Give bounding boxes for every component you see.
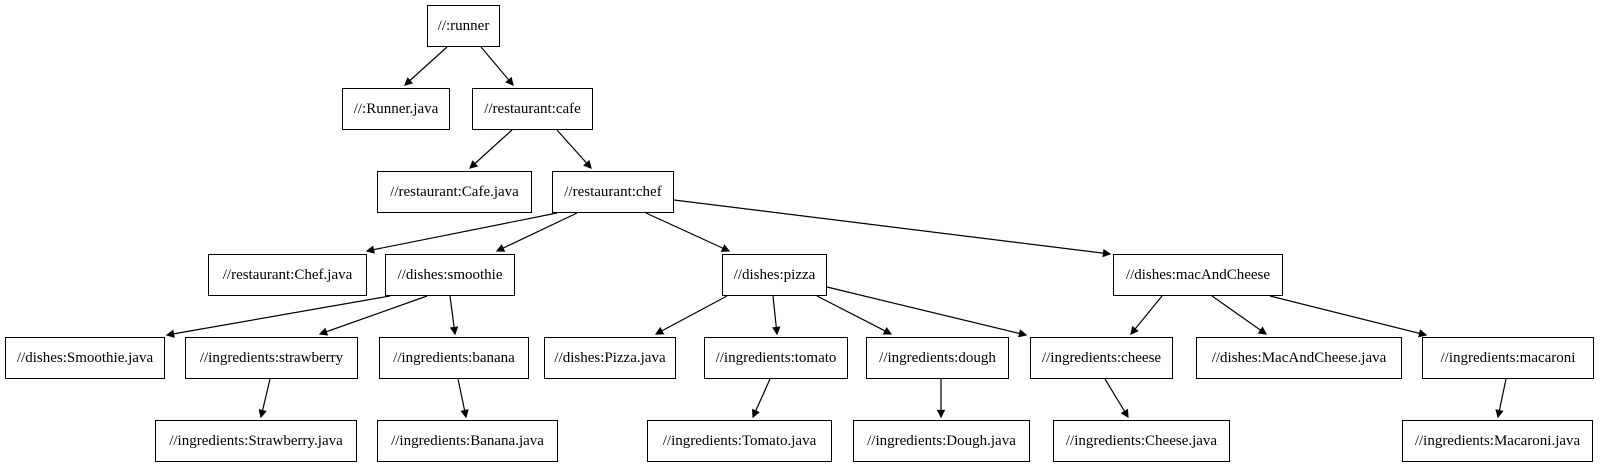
graph-node-macandcheese-java: //dishes:MacAndCheese.java — [1196, 337, 1402, 379]
graph-node-strawberry-java: //ingredients:Strawberry.java — [155, 420, 357, 462]
node-label: //ingredients:Macaroni.java — [1414, 432, 1581, 449]
graph-node-tomato-java: //ingredients:Tomato.java — [647, 420, 832, 462]
edge-macaroni-to-macaroni-java — [1495, 378, 1507, 419]
node-label: //:Runner.java — [353, 100, 439, 117]
graph-node-macaroni: //ingredients:macaroni — [1422, 337, 1594, 379]
node-label: //ingredients:macaroni — [1440, 349, 1576, 366]
graph-node-macandcheese: //dishes:macAndCheese — [1113, 254, 1283, 296]
graph-node-tomato: //ingredients:tomato — [704, 337, 848, 379]
node-label: //ingredients:banana — [393, 349, 515, 366]
graph-node-banana-java: //ingredients:Banana.java — [377, 420, 558, 462]
node-label: //restaurant:Cafe.java — [390, 183, 519, 200]
graph-node-cafe-java: //restaurant:Cafe.java — [377, 171, 532, 213]
graph-node-macaroni-java: //ingredients:Macaroni.java — [1402, 420, 1593, 462]
edge-macandcheese-to-macaroni — [1269, 295, 1428, 338]
edge-tomato-to-tomato-java — [752, 378, 771, 419]
edge-cafe-to-chef — [556, 129, 592, 169]
graph-node-chef-java: //restaurant:Chef.java — [208, 254, 367, 296]
graph-node-cheese-java: //ingredients:Cheese.java — [1053, 420, 1230, 462]
graph-node-cheese: //ingredients:cheese — [1030, 337, 1173, 379]
graph-node-runner-java: //:Runner.java — [342, 88, 450, 130]
node-label: //dishes:smoothie — [397, 266, 503, 283]
node-label: //ingredients:Cheese.java — [1065, 432, 1218, 449]
graph-node-dough: //ingredients:dough — [866, 337, 1009, 379]
node-label: //dishes:Pizza.java — [554, 349, 666, 366]
graph-node-cafe: //restaurant:cafe — [472, 88, 593, 130]
edge-chef-to-chef-java — [365, 212, 558, 254]
edge-macandcheese-to-cheese — [1130, 295, 1163, 335]
node-label: //dishes:macAndCheese — [1125, 266, 1271, 283]
edge-chef-to-macandcheese — [673, 199, 1112, 258]
graph-node-pizza: //dishes:pizza — [722, 254, 827, 296]
node-label: //dishes:Smoothie.java — [16, 349, 154, 366]
edge-banana-to-banana-java — [457, 378, 469, 419]
edge-cafe-to-cafe-java — [469, 129, 513, 169]
edge-chef-to-smoothie — [495, 212, 578, 252]
graph-node-banana: //ingredients:banana — [379, 337, 529, 379]
node-label: //ingredients:Banana.java — [391, 432, 544, 449]
node-label: //ingredients:cheese — [1041, 349, 1162, 366]
node-label: //restaurant:Chef.java — [222, 266, 353, 283]
node-label: //ingredients:strawberry — [199, 349, 344, 366]
edge-macandcheese-to-macandcheese-java — [1211, 295, 1268, 335]
edge-strawberry-to-strawberry-java — [258, 378, 271, 419]
graph-node-smoothie-java: //dishes:Smoothie.java — [5, 337, 165, 379]
edge-pizza-to-dough — [816, 295, 893, 335]
node-label: //restaurant:cafe — [484, 100, 581, 117]
node-label: //ingredients:Dough.java — [867, 432, 1016, 449]
graph-node-smoothie: //dishes:smoothie — [385, 254, 515, 296]
node-label: //ingredients:dough — [879, 349, 996, 366]
edge-runner-to-cafe — [480, 46, 514, 86]
edge-smoothie-to-strawberry — [318, 295, 428, 336]
edge-chef-to-pizza — [645, 212, 731, 252]
node-label: //ingredients:Tomato.java — [662, 432, 817, 449]
graph-node-pizza-java: //dishes:Pizza.java — [544, 337, 676, 379]
graph-node-runner: //:runner — [427, 5, 500, 47]
node-label: //restaurant:chef — [564, 183, 662, 200]
node-label: //ingredients:tomato — [715, 349, 837, 366]
node-label: //dishes:pizza — [733, 266, 816, 283]
graph-node-chef: //restaurant:chef — [552, 171, 674, 213]
edge-smoothie-to-smoothie-java — [165, 295, 391, 338]
graph-node-dough-java: //ingredients:Dough.java — [853, 420, 1030, 462]
edge-pizza-to-pizza-java — [654, 295, 728, 335]
edge-smoothie-to-banana — [449, 295, 459, 336]
edge-runner-to-runner-java — [404, 46, 448, 86]
node-label: //:runner — [437, 17, 490, 34]
edge-pizza-to-tomato — [772, 295, 781, 336]
graph-node-strawberry: //ingredients:strawberry — [185, 337, 358, 379]
edge-cheese-to-cheese-java — [1104, 378, 1129, 419]
edge-pizza-to-cheese — [826, 286, 1028, 338]
node-label: //ingredients:Strawberry.java — [169, 432, 343, 449]
node-label: //dishes:MacAndCheese.java — [1211, 349, 1387, 366]
